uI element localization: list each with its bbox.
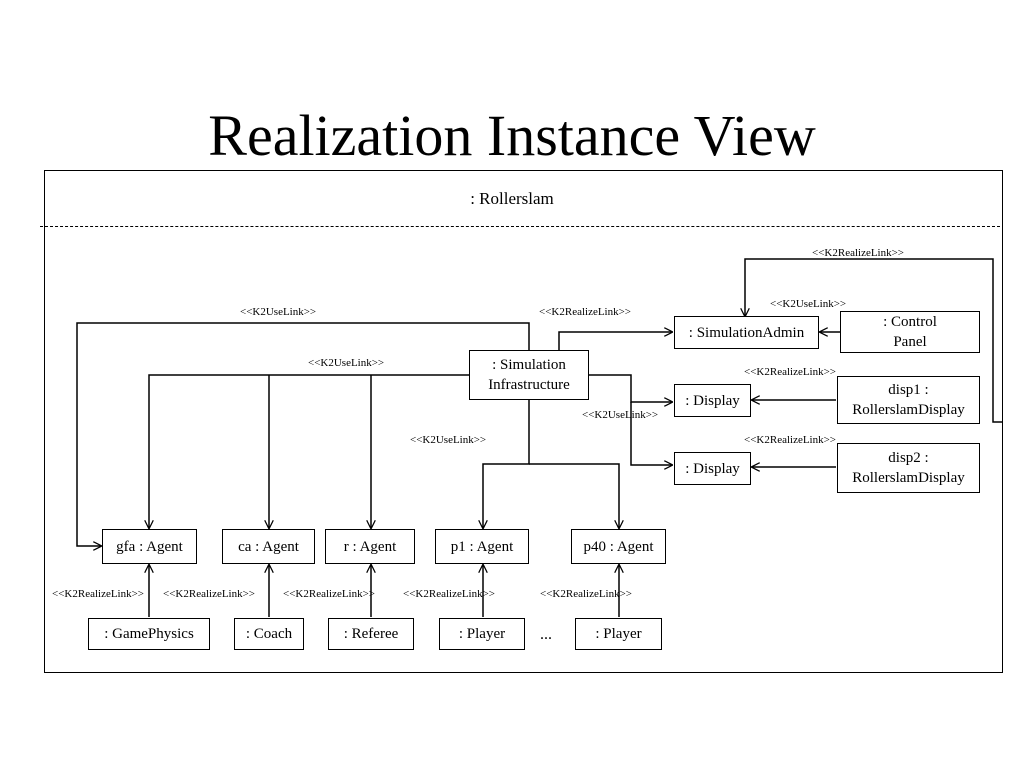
- package-name: : Rollerslam: [470, 189, 554, 208]
- coach-box[interactable]: : Coach: [234, 618, 304, 650]
- link-label-realize-coach: <<K2RealizeLink>>: [163, 588, 256, 600]
- link-label-realize-disp2: <<K2RealizeLink>>: [744, 434, 837, 446]
- package-separator: [40, 226, 1000, 227]
- simulation-infrastructure-box[interactable]: : Simulation Infrastructure: [469, 350, 589, 400]
- player-box-1[interactable]: : Player: [439, 618, 525, 650]
- realize-link-admin-line: [745, 258, 1003, 423]
- link-label-realize-referee: <<K2RealizeLink>>: [283, 588, 376, 600]
- link-label-realize-disp1: <<K2RealizeLink>>: [744, 366, 837, 378]
- realize-link-display2-line: [630, 402, 672, 465]
- referee-box[interactable]: : Referee: [328, 618, 414, 650]
- disp1-box[interactable]: disp1 : RollerslamDisplay: [837, 376, 980, 424]
- link-label-use-control: <<K2UseLink>>: [770, 298, 847, 310]
- link-label-realize-player1: <<K2RealizeLink>>: [403, 588, 496, 600]
- link-label-use-players: <<K2UseLink>>: [410, 434, 487, 446]
- link-label-realize-top: <<K2RealizeLink>>: [812, 247, 905, 259]
- realize-link-display1-line: [589, 374, 672, 402]
- p1-agent-box[interactable]: p1 : Agent: [435, 529, 529, 564]
- player-box-40[interactable]: : Player: [575, 618, 662, 650]
- link-label-use-gfa: <<K2UseLink>>: [240, 306, 317, 318]
- disp2-box[interactable]: disp2 : RollerslamDisplay: [837, 443, 980, 493]
- link-label-realize-admin: <<K2RealizeLink>>: [539, 306, 632, 318]
- ca-agent-box[interactable]: ca : Agent: [222, 529, 315, 564]
- simulation-admin-box[interactable]: : SimulationAdmin: [674, 316, 819, 349]
- p40-agent-box[interactable]: p40 : Agent: [571, 529, 666, 564]
- slide-title: Realization Instance View: [208, 103, 816, 168]
- ellipsis: ...: [540, 626, 552, 643]
- display-box-2[interactable]: : Display: [674, 452, 751, 485]
- use-link-gfa-line: [76, 322, 530, 546]
- link-label-realize-gamephysics: <<K2RealizeLink>>: [52, 588, 145, 600]
- game-physics-box[interactable]: : GamePhysics: [88, 618, 210, 650]
- link-label-use-display: <<K2UseLink>>: [582, 409, 659, 421]
- realize-link-infra-admin-line: [558, 332, 672, 350]
- link-label-realize-player40: <<K2RealizeLink>>: [540, 588, 633, 600]
- gfa-agent-box[interactable]: gfa : Agent: [102, 529, 197, 564]
- display-box-1[interactable]: : Display: [674, 384, 751, 417]
- r-agent-box[interactable]: r : Agent: [325, 529, 415, 564]
- link-label-use-agents: <<K2UseLink>>: [308, 357, 385, 369]
- control-panel-box[interactable]: : Control Panel: [840, 311, 980, 353]
